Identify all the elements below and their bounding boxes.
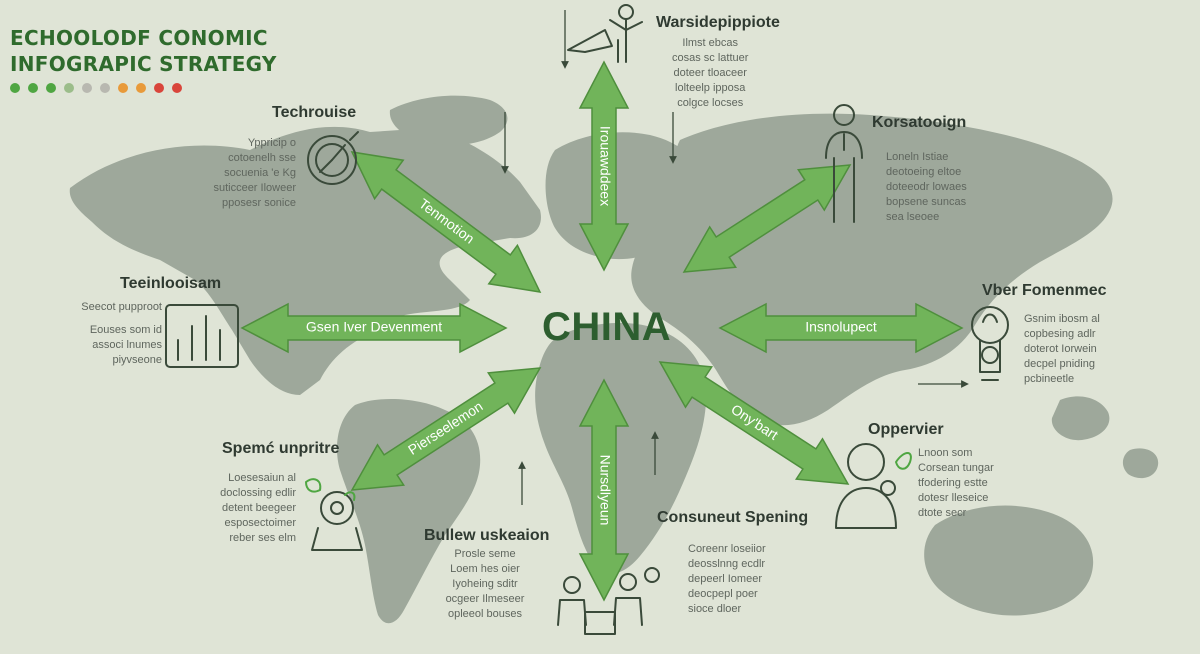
double-arrow-4 [350,367,542,491]
double-arrow-3 [718,302,964,354]
color-dot [64,83,74,93]
figure-with-flag-icon [567,4,643,63]
color-dot [10,83,20,93]
person-with-leaf-icon [835,443,912,529]
lightbulb-gear-icon [971,306,1009,381]
node-title-bottom-left: Bullew uskeaion [424,527,550,544]
node-title-lower-left: Spemć unpritre [222,440,340,457]
double-arrow-6 [578,378,630,602]
arrow-label-6: Nursdlyeun [597,455,613,526]
node-title-lower-right: Oppervier [868,421,944,438]
growth-bar-chart-icon [165,304,239,368]
infographic-title-line-1: ECHOOLODF CONOMIC [10,26,268,50]
arrow-label-2: Gsen Iver Devenment [306,319,442,335]
node-title-top-right: Korsatooign [872,114,967,131]
people-with-gear-icon [557,567,660,635]
double-arrow-5 [658,361,850,485]
double-arrow-0 [578,60,630,272]
greenland-shape [389,95,508,146]
double-arrow-2 [240,302,508,354]
double-arrow-1 [350,151,542,293]
infographic-title-line-2: INFOGRAPIC STRATEGY [10,52,277,76]
color-dot [46,83,56,93]
businessman-icon [825,104,863,223]
color-dot [172,83,182,93]
color-dot [118,83,128,93]
node-title-right: Vber Fomenmec [982,282,1107,299]
color-dot [136,83,146,93]
gear-with-leaf-icon [305,478,363,551]
color-dot [154,83,164,93]
node-title-top-left: Techrouise [272,104,357,121]
arrow-label-0: Irouawddeex [597,126,613,206]
color-dot [82,83,92,93]
arrow-label-3: Insnolupect [805,319,877,335]
node-title-bottom-right: Consuneut Spening [657,509,809,526]
color-dot [100,83,110,93]
australia-shape [924,505,1094,616]
node-title-left: Teeinlooisam [120,275,222,292]
compass-dial-icon [307,131,359,185]
node-title-top: Warsidepippiote [656,14,780,31]
color-dot [28,83,38,93]
double-arrow-7 [682,164,852,273]
color-dot-row [10,83,182,93]
africa-shape [535,322,707,574]
islands-shape [1051,396,1159,479]
asia-shape [631,113,1113,426]
center-label-china: CHINA [542,305,672,349]
